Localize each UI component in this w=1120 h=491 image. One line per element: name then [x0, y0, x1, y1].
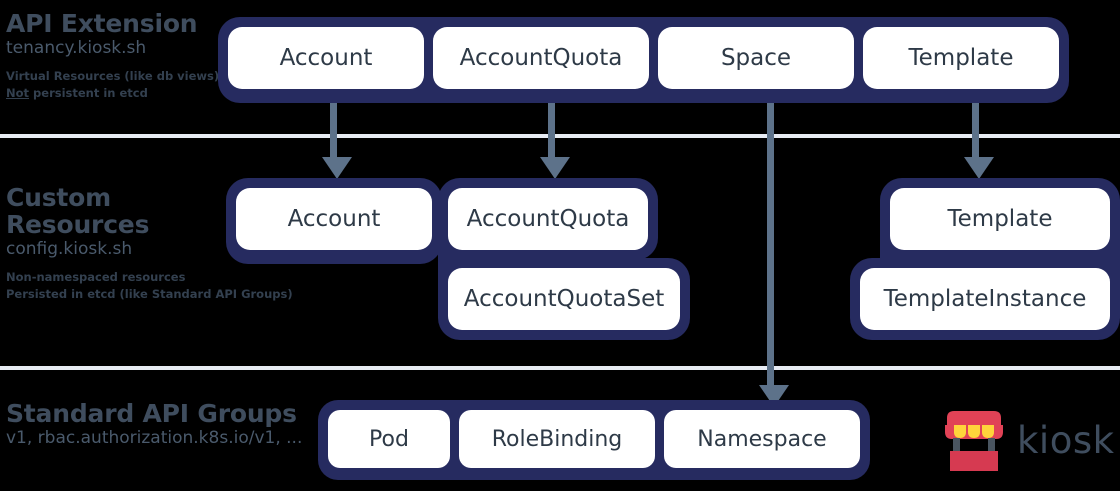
node-template-api-label: Template — [908, 45, 1014, 71]
node-space-api[interactable]: Space — [658, 27, 854, 89]
capsule-api-extension: Account AccountQuota Space Template — [218, 17, 1069, 103]
band-title-custom-resources-line-2: Resources — [6, 210, 150, 239]
arrow-accountquota-head — [540, 157, 570, 179]
node-space-api-label: Space — [720, 45, 792, 71]
node-rolebinding[interactable]: RoleBinding — [459, 410, 655, 468]
band-divider-top — [0, 134, 1120, 138]
node-templateinstance-cr-label: TemplateInstance — [883, 286, 1087, 312]
band-group-custom-resources: config.kiosk.sh — [6, 239, 133, 259]
node-template-cr-label: Template — [947, 206, 1053, 232]
kiosk-wordmark: kiosk — [1017, 418, 1115, 462]
node-account-cr-label: Account — [287, 206, 381, 232]
band-title-custom-resources-line-1: Custom — [6, 183, 112, 212]
band-note-cr-line-1: Non-namespaced resources — [6, 270, 186, 285]
arrow-accountquota-shaft — [548, 101, 555, 163]
node-accountquota-cr[interactable]: AccountQuota — [448, 188, 648, 250]
band-label-api-extension: API Extension tenancy.kiosk.sh Virtual R… — [6, 10, 219, 101]
kiosk-stall-icon — [945, 411, 1003, 471]
arrow-account-head — [322, 157, 352, 179]
node-accountquota-cr-label: AccountQuota — [466, 206, 630, 232]
node-namespace[interactable]: Namespace — [664, 410, 860, 468]
capsule-standard-api-groups: Pod RoleBinding Namespace — [318, 400, 870, 480]
band-title-api-extension: API Extension — [6, 9, 198, 38]
band-note-cr-line-2: Persisted in etcd (like Standard API Gro… — [6, 286, 293, 301]
band-label-standard-api-groups: Standard API Groups v1, rbac.authorizati… — [6, 400, 302, 449]
capsule-accountquota-top: AccountQuota — [438, 178, 658, 260]
capsule-custom-account: Account — [226, 178, 442, 264]
arrow-template-shaft — [972, 101, 979, 163]
node-account-api-label: Account — [279, 45, 373, 71]
capsule-custom-accountquota: AccountQuota AccountQuotaSet — [438, 178, 690, 340]
band-note-underline: Not — [6, 85, 30, 100]
node-accountquota-api[interactable]: AccountQuota — [433, 27, 649, 89]
arrow-space-shaft — [767, 101, 774, 391]
band-note-line-1: Virtual Resources (like db views) — [6, 69, 220, 84]
band-label-custom-resources: Custom Resources config.kiosk.sh Non-nam… — [6, 184, 293, 302]
node-namespace-label: Namespace — [697, 426, 827, 452]
node-pod[interactable]: Pod — [328, 410, 450, 468]
band-note-line-2: Not persistent in etcd — [6, 85, 219, 101]
band-group-api-extension: tenancy.kiosk.sh — [6, 38, 147, 58]
band-divider-bottom — [0, 366, 1120, 370]
capsule-template-top: Template — [880, 178, 1120, 260]
band-note-line-2-rest: persistent in etcd — [29, 85, 148, 100]
node-rolebinding-label: RoleBinding — [491, 426, 623, 452]
node-templateinstance-cr[interactable]: TemplateInstance — [860, 268, 1110, 330]
node-accountquota-api-label: AccountQuota — [459, 45, 623, 71]
node-template-api[interactable]: Template — [863, 27, 1059, 89]
kiosk-logo: kiosk — [943, 408, 1115, 472]
capsule-accountquotaset: AccountQuotaSet — [438, 258, 690, 340]
node-account-api[interactable]: Account — [228, 27, 424, 89]
band-title-standard-api-groups: Standard API Groups — [6, 399, 297, 428]
band-note-custom-resources: Non-namespaced resources Persisted in et… — [6, 269, 293, 302]
node-accountquotaset-cr-label: AccountQuotaSet — [463, 286, 665, 312]
band-note-api-extension: Virtual Resources (like db views) Not pe… — [6, 68, 219, 101]
arrow-account-shaft — [330, 101, 337, 163]
node-template-cr[interactable]: Template — [890, 188, 1110, 250]
node-pod-label: Pod — [369, 426, 409, 452]
arrow-template-head — [964, 157, 994, 179]
band-group-standard-api-groups: v1, rbac.authorization.k8s.io/v1, ... — [6, 428, 303, 448]
capsule-custom-template: Template TemplateInstance — [850, 178, 1120, 340]
node-account-cr[interactable]: Account — [236, 188, 432, 250]
capsule-templateinstance: TemplateInstance — [850, 258, 1120, 340]
node-accountquotaset-cr[interactable]: AccountQuotaSet — [448, 268, 680, 330]
